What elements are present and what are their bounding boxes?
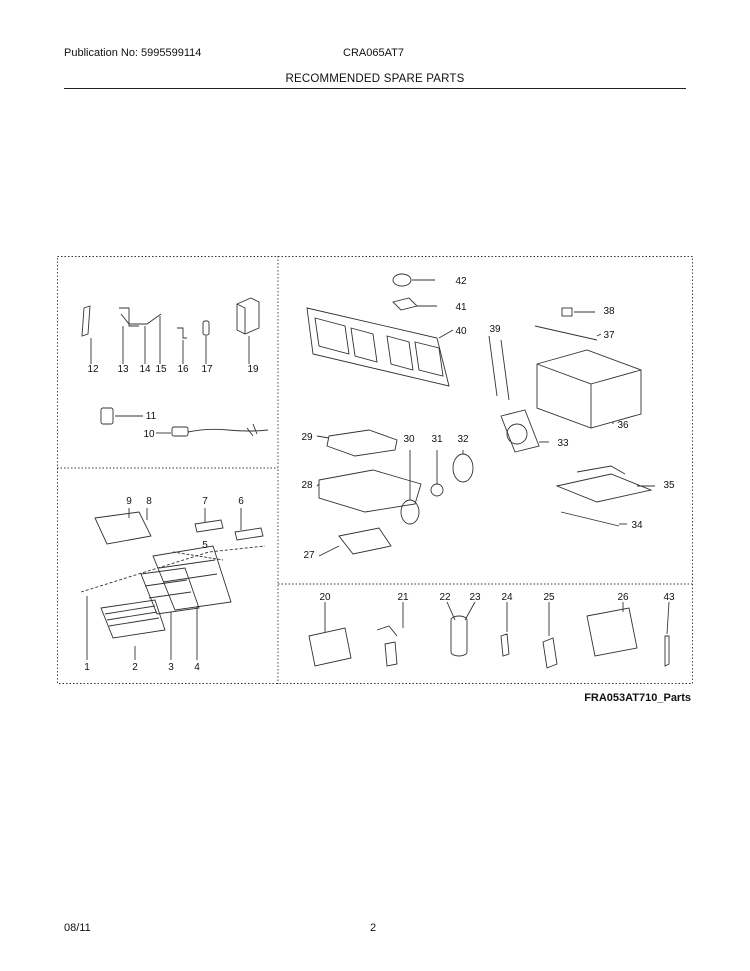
callout-27: 27 [303, 550, 315, 561]
part-36-cabinet [536, 349, 642, 429]
callout-10: 10 [143, 429, 155, 440]
footer-date: 08/11 [64, 922, 91, 934]
callout-20: 20 [319, 592, 331, 603]
part-20-coil [308, 627, 352, 667]
callout-36: 36 [617, 420, 629, 431]
callout-37: 37 [603, 330, 615, 341]
callout-15: 15 [155, 364, 167, 375]
callout-9: 9 [126, 496, 132, 507]
callout-21: 21 [397, 592, 409, 603]
parts-diagram-svg: 12 13 14 15 16 17 19 11 10 9 8 7 6 5 1 2… [57, 256, 693, 684]
part-26-coil [586, 607, 638, 657]
publication-number: Publication No: 5995599114 [64, 47, 202, 59]
callout-14: 14 [139, 364, 151, 375]
callout-42: 42 [455, 276, 467, 287]
callout-24: 24 [501, 592, 513, 603]
callout-3: 3 [168, 662, 174, 673]
callout-32: 32 [457, 434, 469, 445]
exploded-parts-diagram: 12 13 14 15 16 17 19 11 10 9 8 7 6 5 1 2… [57, 256, 693, 691]
callout-8: 8 [146, 496, 152, 507]
callout-39: 39 [489, 324, 501, 335]
callout-19: 19 [247, 364, 259, 375]
callout-41: 41 [455, 302, 467, 313]
callout-16: 16 [177, 364, 189, 375]
callout-30: 30 [403, 434, 415, 445]
callout-22: 22 [439, 592, 451, 603]
part-9-label-card [94, 511, 152, 545]
callout-1: 1 [84, 662, 90, 673]
callout-25: 25 [543, 592, 555, 603]
callout-29: 29 [301, 432, 313, 443]
callout-7: 7 [202, 496, 208, 507]
callout-40: 40 [455, 326, 467, 337]
callout-4: 4 [194, 662, 200, 673]
callout-6: 6 [238, 496, 244, 507]
diagram-reference: FRA053AT710_Parts [584, 692, 691, 704]
footer-page-number: 2 [370, 922, 377, 934]
callout-12: 12 [87, 364, 99, 375]
callout-23: 23 [469, 592, 481, 603]
part-4-front-panel [152, 545, 232, 611]
callout-38: 38 [603, 306, 615, 317]
part-2-filter [100, 599, 166, 639]
callout-33: 33 [557, 438, 569, 449]
callout-5: 5 [202, 540, 208, 551]
part-40-frame [306, 307, 450, 387]
page-title: RECOMMENDED SPARE PARTS [285, 73, 465, 85]
part-22-compressor [450, 615, 468, 657]
callout-35: 35 [663, 480, 675, 491]
callout-31: 31 [431, 434, 443, 445]
callout-13: 13 [117, 364, 129, 375]
callout-34: 34 [631, 520, 643, 531]
callout-2: 2 [132, 662, 138, 673]
callout-17: 17 [201, 364, 213, 375]
panel-borders [57, 256, 693, 684]
callout-11: 11 [146, 411, 157, 422]
callout-43: 43 [663, 592, 675, 603]
header-rule [64, 88, 686, 89]
part-12-shape [81, 305, 91, 337]
callout-28: 28 [301, 480, 313, 491]
callout-26: 26 [617, 592, 629, 603]
model-number: CRA065AT7 [343, 47, 404, 59]
